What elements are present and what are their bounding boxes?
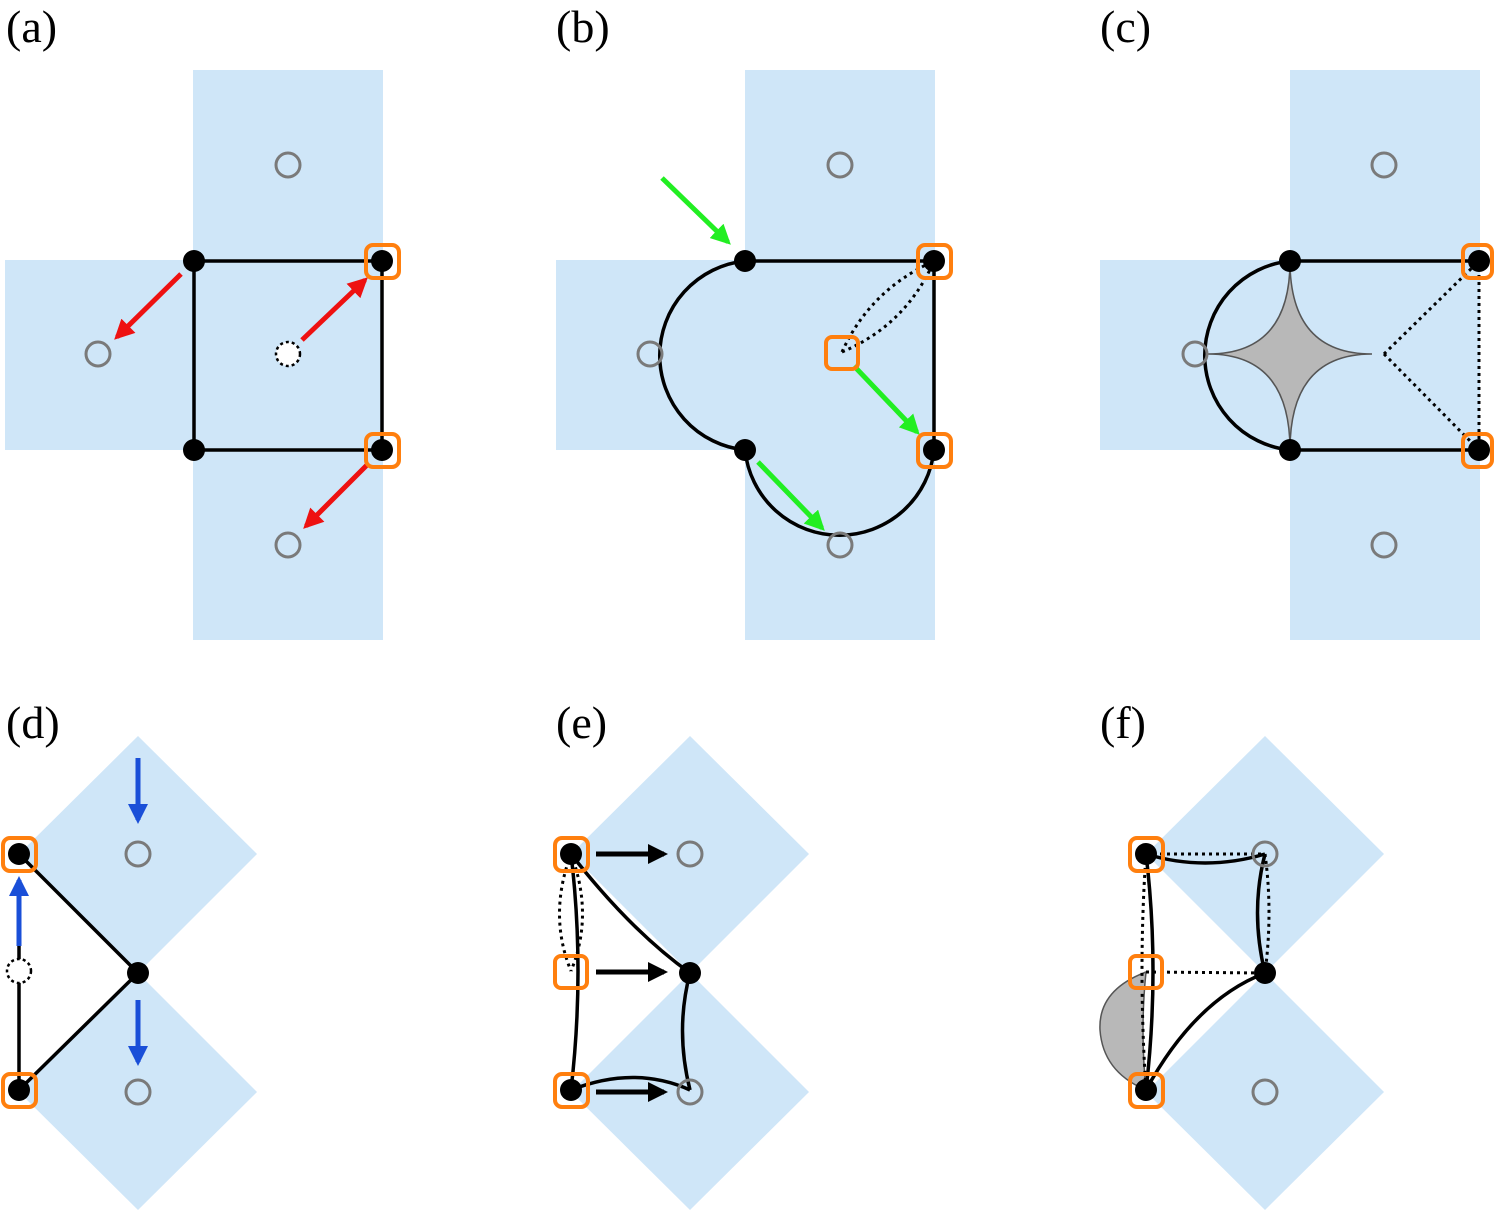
tiles-b (556, 70, 935, 640)
site-icon (676, 840, 704, 868)
vertices-c (1279, 250, 1490, 461)
arrows-a (114, 272, 370, 529)
vertex-icon (1135, 843, 1157, 865)
panel-d: (d) (1, 697, 257, 1210)
edges-b (658, 259, 936, 537)
sites-d (124, 840, 152, 1106)
highlight-icon (553, 836, 590, 873)
arrows-e (596, 844, 668, 1102)
vertex-icon (8, 1079, 30, 1101)
dotted-edges-f (1140, 852, 1271, 1091)
vertex-icon (1279, 250, 1301, 272)
highlight-icon (1461, 432, 1494, 469)
panel-label-d: (d) (6, 697, 60, 748)
removed-vertex-icon (274, 340, 302, 368)
tiles-d (19, 736, 257, 1210)
site-icon (826, 531, 854, 559)
dotted-edges-e (558, 853, 584, 972)
vertex-icon (127, 962, 149, 984)
vertex-icon (371, 250, 393, 272)
highlight-icon (916, 243, 953, 280)
shaded-region-f (1099, 970, 1147, 1092)
vertex-icon (734, 250, 756, 272)
highlight-icon (824, 335, 860, 371)
site-icon (274, 151, 302, 179)
highlights-d (1, 836, 38, 1109)
vertex-icon (1279, 439, 1301, 461)
sites-f (1251, 840, 1279, 1106)
panel-b: (b) (556, 1, 953, 640)
panel-label-e: (e) (556, 697, 607, 748)
site-icon (124, 1078, 152, 1106)
edges-c (1203, 259, 1479, 452)
highlight-icon (1, 836, 38, 873)
site-icon (84, 340, 112, 368)
sites-a (84, 151, 302, 559)
highlights-f (1128, 836, 1165, 1109)
edges-f (1144, 852, 1267, 1091)
highlight-icon (1128, 1072, 1165, 1109)
highlights-a (364, 243, 401, 469)
panel-e: (e) (553, 697, 809, 1210)
highlight-icon (916, 432, 953, 469)
vertex-icon (371, 439, 393, 461)
highlight-icon (364, 432, 401, 469)
site-icon (826, 151, 854, 179)
vertex-icon (1135, 1079, 1157, 1101)
site-icon (1251, 1078, 1279, 1106)
vertex-icon (923, 250, 945, 272)
vertex-icon (183, 439, 205, 461)
panel-label-a: (a) (6, 1, 57, 52)
site-icon (1251, 840, 1279, 868)
site-icon (676, 1078, 704, 1106)
arrows-d (8, 758, 148, 1066)
site-icon (1370, 531, 1398, 559)
vertices-a (183, 250, 393, 461)
sites-e (676, 840, 704, 1106)
highlight-icon (1128, 836, 1165, 873)
panel-label-b: (b) (556, 1, 610, 52)
panel-label-f: (f) (1100, 697, 1146, 748)
vertices-b (734, 250, 945, 461)
dotted-edges-c (1382, 259, 1481, 452)
vertex-icon (183, 250, 205, 272)
removed-vertex-icon (5, 957, 33, 985)
highlight-icon (1, 1072, 38, 1109)
highlights-b (824, 243, 953, 469)
highlight-icon (1461, 243, 1494, 280)
site-icon (1181, 340, 1209, 368)
vertex-icon (679, 962, 701, 984)
vertex-icon (734, 439, 756, 461)
panel-a: (a) (5, 1, 401, 640)
panel-f: (f) (1099, 697, 1384, 1210)
vertex-icon (1468, 250, 1490, 272)
panel-label-c: (c) (1100, 1, 1151, 52)
highlight-icon (553, 1072, 590, 1109)
vertices-d (8, 843, 149, 1101)
site-icon (1370, 151, 1398, 179)
arrows-b (660, 176, 920, 531)
highlight-icon (553, 954, 589, 990)
highlights-c (1461, 243, 1494, 469)
tiles-e (571, 736, 809, 1210)
vertices-e (560, 843, 701, 1101)
vertex-icon (8, 843, 30, 865)
vertex-icon (560, 1079, 582, 1101)
highlight-icon (1128, 954, 1164, 990)
highlight-icon (364, 243, 401, 280)
sites-c (1181, 151, 1398, 559)
highlights-e (553, 836, 590, 1109)
vertex-icon (560, 843, 582, 865)
site-icon (124, 840, 152, 868)
site-icon (274, 531, 302, 559)
vertex-icon (1468, 439, 1490, 461)
site-icon (636, 340, 664, 368)
sites-b (636, 151, 854, 559)
panel-c: (c) (1100, 1, 1494, 640)
vertex-icon (923, 439, 945, 461)
vertices-f (1135, 843, 1276, 1101)
vertex-icon (1254, 962, 1276, 984)
